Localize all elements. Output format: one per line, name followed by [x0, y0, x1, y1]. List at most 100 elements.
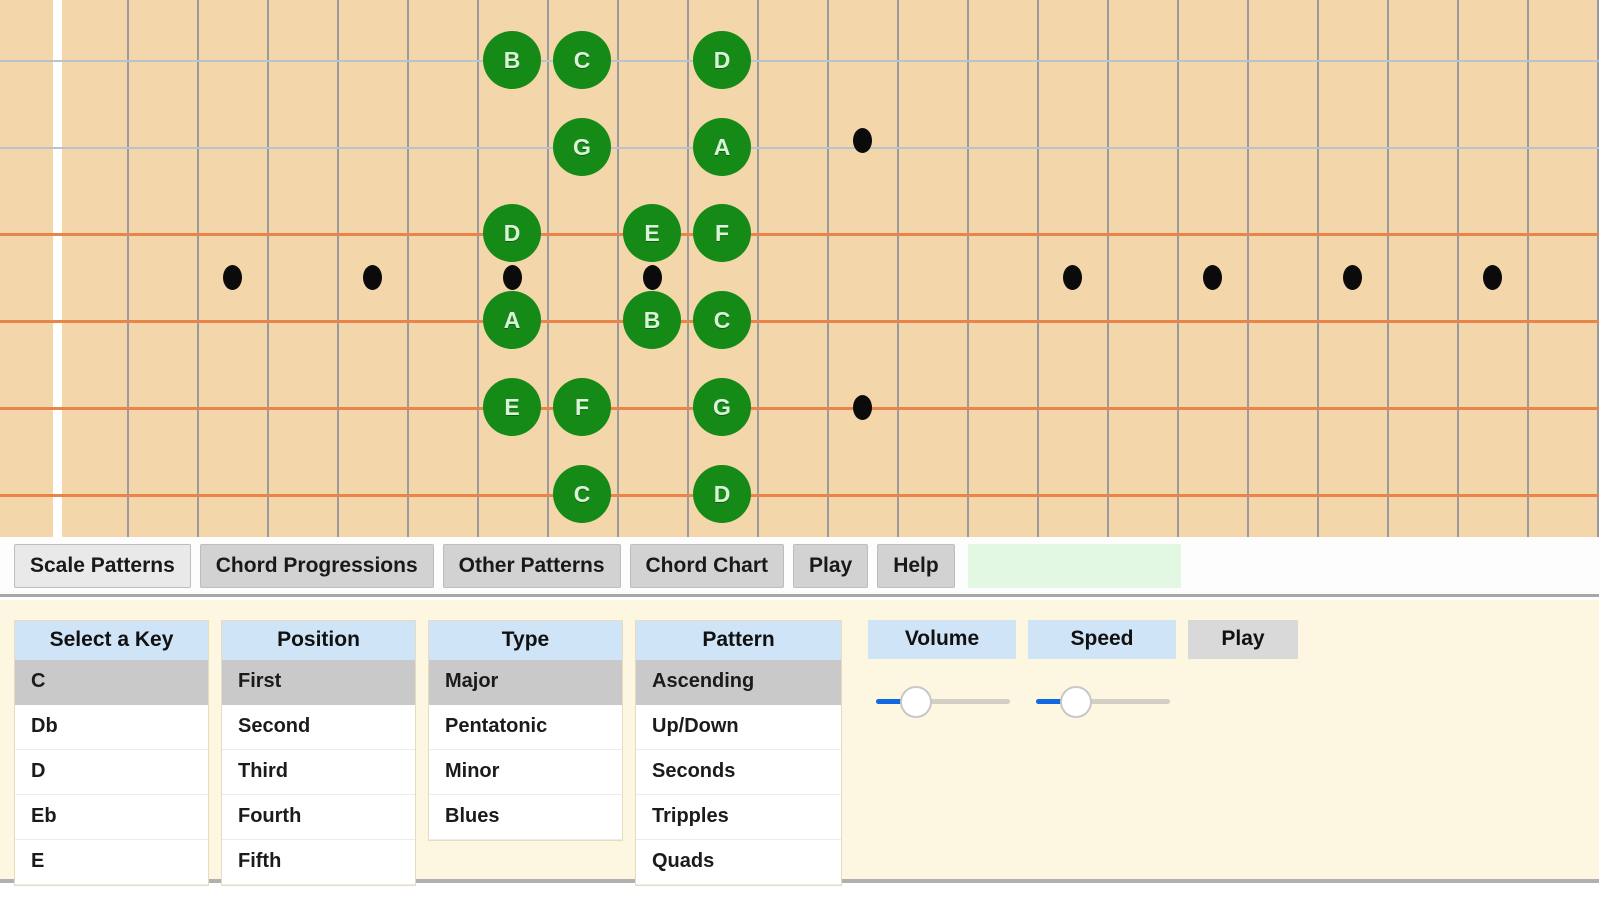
fret-note[interactable]: C: [553, 31, 611, 89]
type-item[interactable]: Pentatonic: [429, 705, 622, 750]
toolbar-button-help[interactable]: Help: [877, 543, 955, 588]
pattern-item[interactable]: Quads: [636, 840, 841, 885]
fret-line-17: [1247, 0, 1249, 537]
fret-note[interactable]: D: [483, 204, 541, 262]
fret-line-2: [197, 0, 199, 537]
fret-line-15: [1107, 0, 1109, 537]
fret-line-20: [1457, 0, 1459, 537]
type-item[interactable]: Blues: [429, 795, 622, 840]
fret-line-22: [1597, 0, 1599, 537]
pattern-item[interactable]: Ascending: [636, 660, 841, 705]
pattern-item[interactable]: Tripples: [636, 795, 841, 840]
pattern-list-header: Pattern: [635, 620, 842, 660]
toolbar-button-chord-progressions[interactable]: Chord Progressions: [199, 543, 434, 588]
fret-line-1: [127, 0, 129, 537]
fret-line-7: [547, 0, 549, 537]
fret-inlay-5: [362, 264, 382, 290]
fret-note[interactable]: B: [623, 291, 681, 349]
fret-inlay-12-2: [852, 394, 872, 420]
fret-line-5: [407, 0, 409, 537]
fret-note[interactable]: G: [693, 378, 751, 436]
toolbar-button-scale-patterns[interactable]: Scale Patterns: [14, 543, 191, 588]
string-6: [0, 494, 1599, 497]
key-item[interactable]: C: [15, 660, 208, 705]
key-item[interactable]: E: [15, 840, 208, 885]
fret-line-3: [267, 0, 269, 537]
fret-inlay-7: [502, 264, 522, 290]
speed-slider-knob[interactable]: [1060, 686, 1093, 718]
key-item[interactable]: Eb: [15, 795, 208, 840]
fret-note[interactable]: F: [693, 204, 751, 262]
speed-slider[interactable]: [1028, 659, 1176, 719]
fret-line-8: [617, 0, 619, 537]
toolbar-button-chord-chart[interactable]: Chord Chart: [629, 543, 784, 588]
position-item[interactable]: Second: [222, 705, 415, 750]
fret-inlay-15: [1062, 264, 1082, 290]
volume-label: Volume: [868, 620, 1016, 659]
volume-slider-knob[interactable]: [900, 686, 933, 718]
position-item[interactable]: First: [222, 660, 415, 705]
position-item[interactable]: Third: [222, 750, 415, 795]
toolbar-display-field[interactable]: [967, 543, 1181, 588]
volume-slider-track[interactable]: [876, 699, 1010, 704]
fret-note[interactable]: C: [693, 291, 751, 349]
fret-inlay-19: [1342, 264, 1362, 290]
key-list-header: Select a Key: [14, 620, 209, 660]
play-button[interactable]: Play: [1188, 620, 1298, 659]
type-item[interactable]: Minor: [429, 750, 622, 795]
fret-note[interactable]: D: [693, 465, 751, 523]
fret-inlay-17: [1202, 264, 1222, 290]
fret-line-18: [1317, 0, 1319, 537]
key-item[interactable]: Db: [15, 705, 208, 750]
type-item[interactable]: Major: [429, 660, 622, 705]
speed-label: Speed: [1028, 620, 1176, 659]
fret-note[interactable]: G: [553, 118, 611, 176]
fret-note[interactable]: A: [483, 291, 541, 349]
speed-slider-track[interactable]: [1036, 699, 1170, 704]
volume-slider[interactable]: [868, 659, 1016, 719]
fret-note[interactable]: D: [693, 31, 751, 89]
speed-control: Speed: [1028, 620, 1176, 719]
play-control: Play: [1188, 620, 1298, 659]
fret-inlay-3: [222, 264, 242, 290]
key-item[interactable]: D: [15, 750, 208, 795]
fret-line-14: [1037, 0, 1039, 537]
fret-note[interactable]: F: [553, 378, 611, 436]
fret-line-19: [1387, 0, 1389, 537]
fret-line-16: [1177, 0, 1179, 537]
fret-line-21: [1527, 0, 1529, 537]
volume-slider-fill: [876, 699, 917, 704]
fret-note[interactable]: E: [623, 204, 681, 262]
fret-note[interactable]: C: [553, 465, 611, 523]
pattern-item[interactable]: Up/Down: [636, 705, 841, 750]
fret-line-11: [827, 0, 829, 537]
position-list-header: Position: [221, 620, 416, 660]
position-item[interactable]: Fifth: [222, 840, 415, 885]
fret-line-12: [897, 0, 899, 537]
fret-note[interactable]: E: [483, 378, 541, 436]
fret-note[interactable]: A: [693, 118, 751, 176]
toolbar-button-other-patterns[interactable]: Other Patterns: [442, 543, 621, 588]
fret-line-10: [757, 0, 759, 537]
fret-note[interactable]: B: [483, 31, 541, 89]
fret-line-9: [687, 0, 689, 537]
string-5: [0, 407, 1599, 410]
fret-line-6: [477, 0, 479, 537]
fret-inlay-9: [642, 264, 662, 290]
toolbar-button-play[interactable]: Play: [793, 543, 869, 588]
position-item[interactable]: Fourth: [222, 795, 415, 840]
pattern-item[interactable]: Seconds: [636, 750, 841, 795]
fret-inlay-12-1: [852, 127, 872, 153]
speed-slider-fill: [1036, 699, 1077, 704]
